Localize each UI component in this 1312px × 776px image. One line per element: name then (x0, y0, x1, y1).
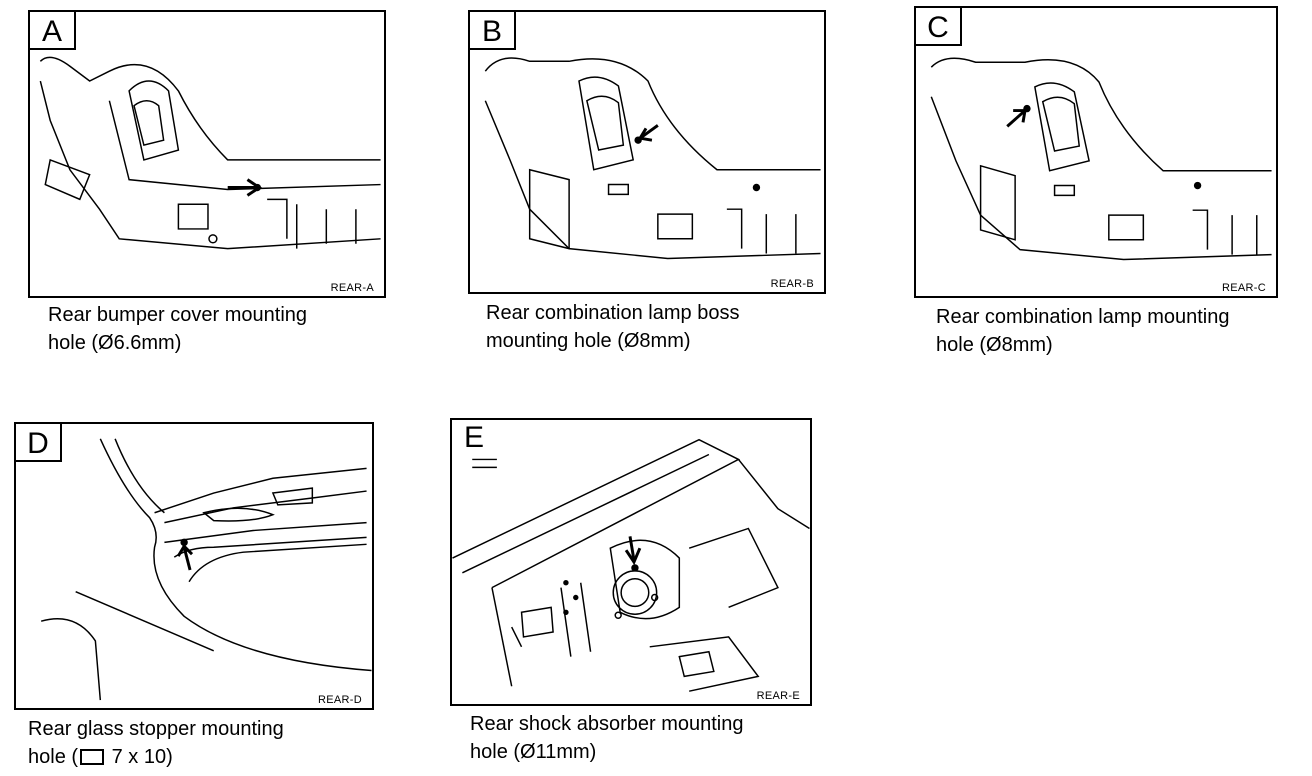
rear-lamp-mounting-drawing (930, 57, 1272, 261)
panel-b-ref: REAR-B (770, 278, 814, 290)
panel-c: C REAR-C (914, 6, 1278, 298)
panel-a-ref: REAR-A (330, 282, 374, 294)
panel-a: A REAR-A (28, 10, 386, 298)
panel-b-caption: Rear combination lamp boss mounting hole… (486, 302, 740, 352)
rear-bumper-drawing (39, 56, 381, 250)
panel-e-ref: REAR-E (756, 690, 800, 702)
panel-b: B REAR-B (468, 10, 826, 294)
panel-d-caption-line2-pre: hole ( (28, 746, 79, 768)
rear-glass-stopper-drawing (40, 438, 372, 701)
panel-e-caption: Rear shock absorber mounting hole (Ø11mm… (470, 713, 744, 763)
panel-d-caption-line2-post: 7 x 10) (106, 746, 173, 768)
panel-b-letter: B (470, 12, 516, 50)
panel-d-caption-line1: Rear glass stopper mounting (28, 718, 284, 740)
panel-e-letter: E (463, 421, 484, 454)
panel-d-caption-line2: hole ( 7 x 10) (28, 743, 284, 771)
rectangle-hole-icon (80, 749, 105, 765)
panel-e: E REAR-E (450, 418, 812, 706)
panel-d: D REAR-D (14, 422, 374, 710)
panel-c-ref: REAR-C (1222, 282, 1266, 294)
panel-c-letter: C (916, 8, 962, 46)
panel-a-caption: Rear bumper cover mounting hole (Ø6.6mm) (48, 304, 308, 354)
panel-c-caption: Rear combination lamp mounting hole (Ø8m… (936, 306, 1230, 356)
panel-d-letter: D (16, 424, 62, 462)
rear-lamp-boss-drawing (484, 57, 821, 260)
panel-d-caption: Rear glass stopper mounting hole ( 7 x 1… (28, 715, 284, 771)
panel-a-letter: A (30, 12, 76, 50)
panel-d-ref: REAR-D (318, 694, 362, 706)
rear-shock-absorber-drawing (452, 438, 810, 692)
